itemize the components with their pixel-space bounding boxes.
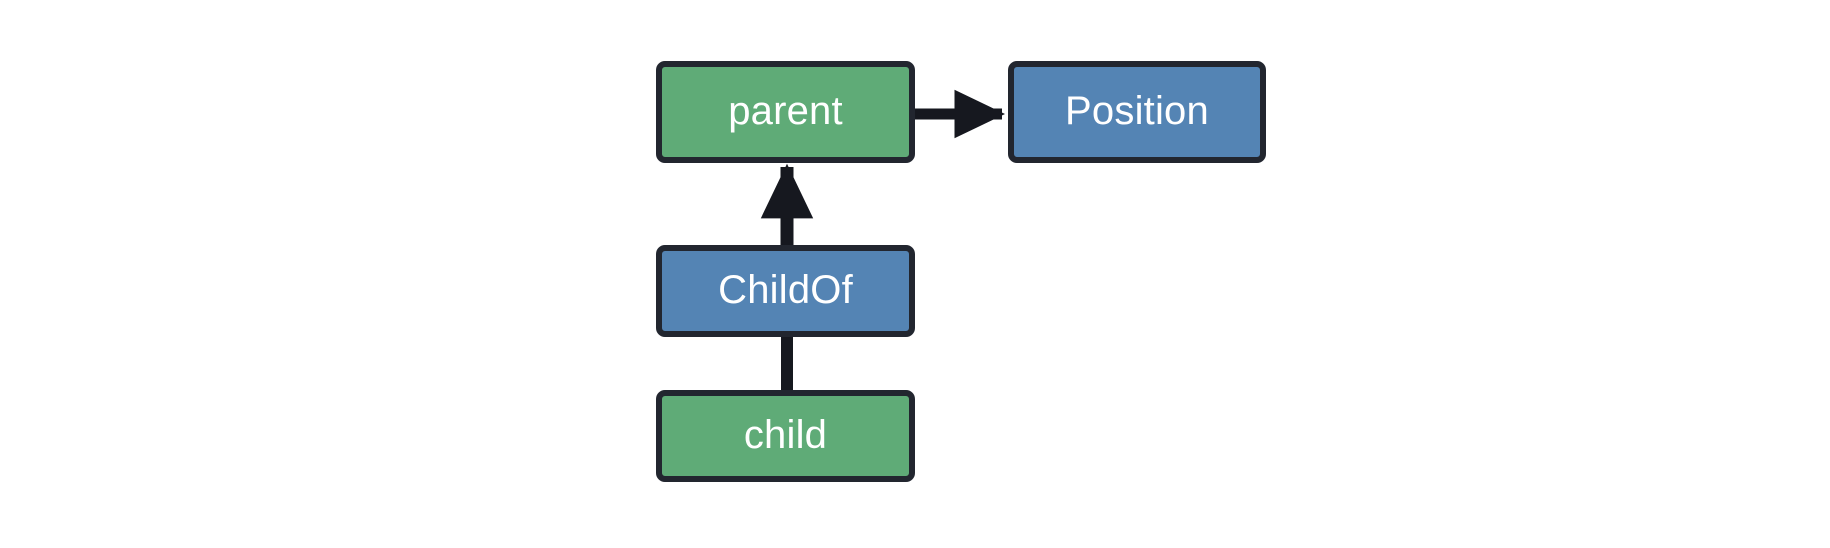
- node-position[interactable]: Position: [1008, 61, 1266, 163]
- node-position-label: Position: [1065, 89, 1209, 133]
- node-childof[interactable]: ChildOf: [656, 245, 915, 337]
- node-child-label: child: [743, 413, 828, 457]
- node-child[interactable]: child: [656, 390, 915, 482]
- node-parent-label: parent: [728, 89, 843, 133]
- node-childof-label: ChildOf: [718, 268, 853, 312]
- node-parent[interactable]: parent: [656, 61, 915, 163]
